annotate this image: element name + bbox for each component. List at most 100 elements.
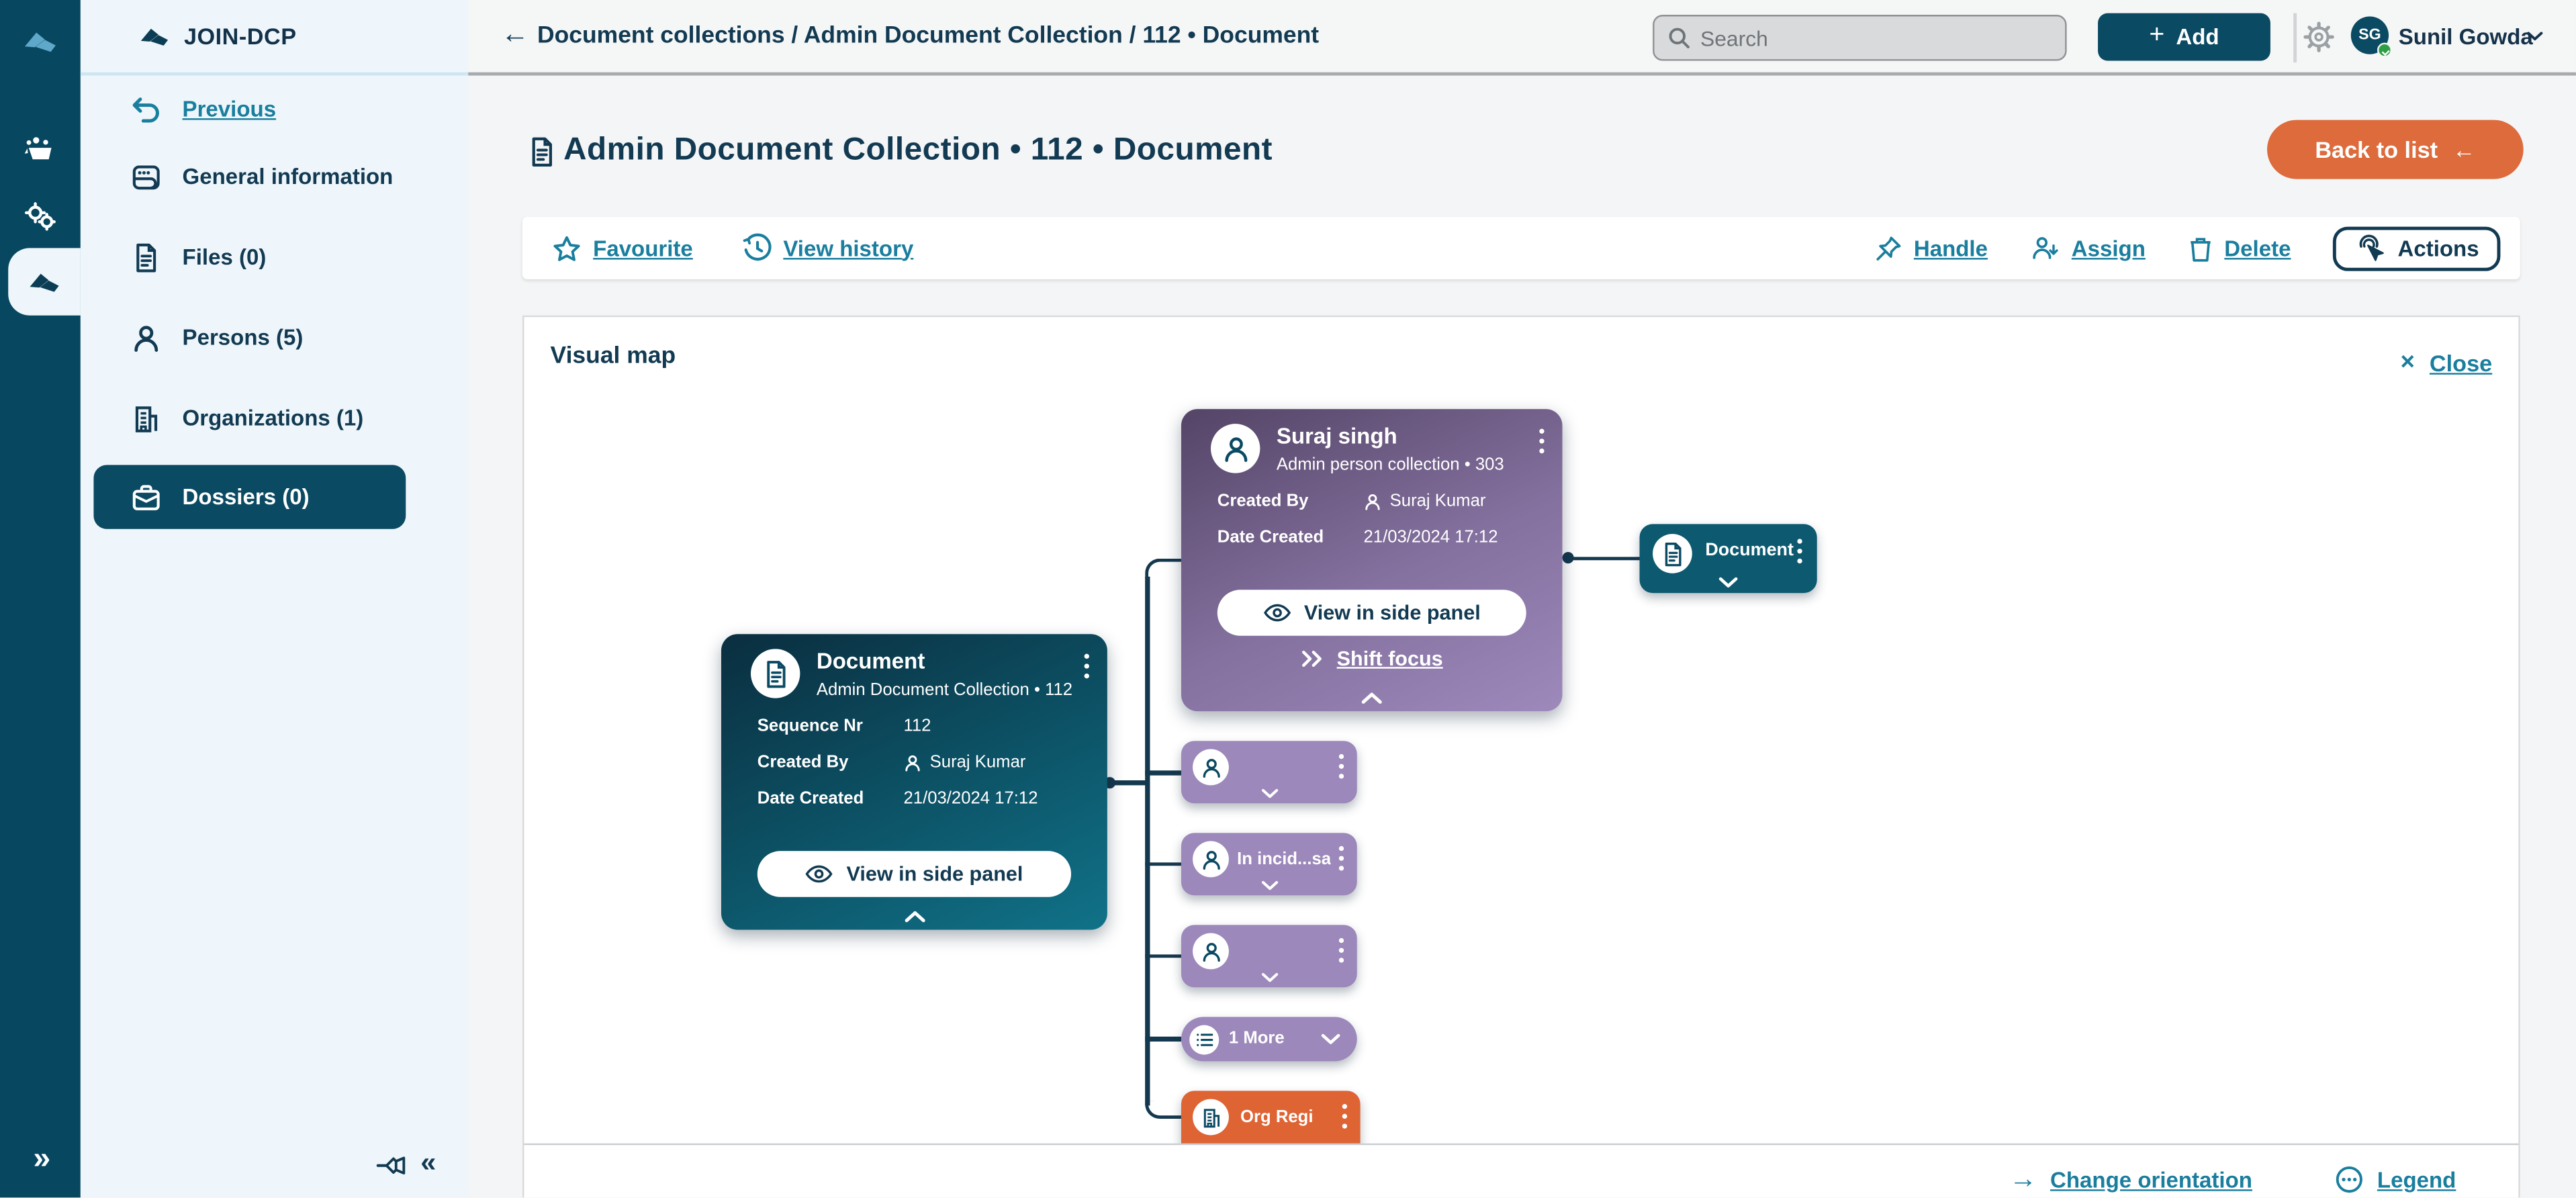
kebab-menu-icon[interactable] <box>1797 539 1802 563</box>
field-label: Date Created <box>1217 527 1364 547</box>
view-history-button[interactable]: View history <box>742 233 913 263</box>
expand-chevron-icon[interactable] <box>1260 788 1278 798</box>
join-logo-icon[interactable] <box>0 13 81 69</box>
person-icon <box>1200 757 1222 778</box>
sidebar-item-files[interactable]: Files (0) <box>93 225 406 289</box>
field-label: Created By <box>757 752 904 772</box>
global-search <box>1653 15 2066 60</box>
briefcase-icon <box>132 482 161 512</box>
kebab-menu-icon[interactable] <box>1339 846 1344 871</box>
connector-branch <box>1145 1037 1181 1041</box>
collapse-chevron-icon[interactable] <box>1361 692 1383 705</box>
field-label: Sequence Nr <box>757 717 904 736</box>
field-label: Date Created <box>757 788 904 808</box>
kebab-menu-icon[interactable] <box>1539 429 1544 454</box>
sidebar-item-dossiers[interactable]: Dossiers (0) <box>93 465 406 528</box>
node-avatar <box>1189 1024 1219 1054</box>
sidebar-item-label: Dossiers (0) <box>183 485 310 510</box>
undo-icon <box>132 95 161 124</box>
view-in-side-panel-button[interactable]: View in side panel <box>757 851 1071 896</box>
sidebar-item-general-information[interactable]: General information <box>93 144 406 208</box>
user-menu-chevron-icon[interactable] <box>2527 31 2543 41</box>
node-card-document-focus[interactable]: Document Admin Document Collection • 112… <box>721 634 1107 929</box>
node-title: Org Regi <box>1240 1107 1331 1127</box>
eye-icon <box>805 864 833 884</box>
person-icon <box>1200 849 1222 870</box>
node-avatar <box>1193 749 1229 786</box>
node-subtitle: Admin Document Collection • 112 <box>817 680 1072 699</box>
settings-gear-icon[interactable] <box>2303 21 2334 52</box>
node-avatar <box>1193 933 1229 970</box>
expand-chevron-icon[interactable] <box>1321 1033 1340 1045</box>
field-value: 21/03/2024 17:12 <box>904 788 1038 808</box>
shift-focus-button[interactable]: Shift focus <box>1181 647 1563 670</box>
record-toolbar: Favourite View history Handle Assign Del… <box>522 217 2520 279</box>
expand-chevron-icon[interactable] <box>1260 972 1278 982</box>
admin-gears-icon[interactable] <box>0 189 81 244</box>
node-card-more[interactable]: 1 More <box>1181 1017 1357 1061</box>
assign-button[interactable]: Assign <box>2031 235 2146 261</box>
expand-chevron-icon[interactable] <box>1260 880 1278 890</box>
kebab-menu-icon[interactable] <box>1085 654 1089 679</box>
breadcrumb-back-arrow[interactable]: ← <box>501 18 529 51</box>
view-in-side-panel-button[interactable]: View in side panel <box>1217 590 1526 635</box>
node-avatar <box>1653 534 1692 573</box>
page-title: Admin Document Collection • 112 • Docume… <box>563 132 1273 169</box>
connector-focus-branch <box>1111 780 1147 784</box>
sidebar-item-label: Persons (5) <box>183 325 304 350</box>
node-card-document-related[interactable]: Document <box>1640 524 1817 593</box>
double-chevron-right-icon <box>1301 651 1324 667</box>
user-name[interactable]: Sunil Gowda <box>2399 25 2533 50</box>
kebab-menu-icon[interactable] <box>1339 938 1344 963</box>
field-label: Created By <box>1217 491 1364 510</box>
connector-parent-doc <box>1567 556 1640 560</box>
visual-map-canvas[interactable]: Document Admin Document Collection • 112… <box>524 317 2518 1144</box>
node-field-row: Date Created 21/03/2024 17:12 <box>757 788 1085 808</box>
change-orientation-button[interactable]: → Change orientation <box>2009 1163 2252 1196</box>
node-title: Document <box>1705 541 1794 560</box>
node-card-person[interactable] <box>1181 741 1357 803</box>
back-arrow-icon: ← <box>2452 136 2475 163</box>
favourite-button[interactable]: Favourite <box>552 234 693 263</box>
legend-label: Legend <box>2377 1167 2456 1192</box>
building-icon <box>1200 1107 1222 1128</box>
node-avatar <box>1193 841 1229 878</box>
rail-expand-button[interactable]: » <box>0 1142 81 1179</box>
node-card-person[interactable] <box>1181 925 1357 987</box>
kebab-menu-icon[interactable] <box>1339 754 1344 779</box>
person-assign-icon <box>2031 235 2060 261</box>
add-button[interactable]: + Add <box>2098 13 2270 61</box>
node-subtitle: Admin person collection • 303 <box>1277 454 1504 473</box>
node-card-org-registration[interactable]: Org Regi <box>1181 1091 1361 1143</box>
node-field-row: Created By Suraj Kumar <box>1217 491 1539 510</box>
user-avatar[interactable]: SG <box>2351 16 2389 54</box>
person-icon <box>904 753 922 772</box>
star-icon <box>552 234 582 263</box>
delete-button[interactable]: Delete <box>2188 234 2291 263</box>
node-card-person[interactable]: In incid...sapiente <box>1181 833 1357 895</box>
document-icon <box>132 242 161 272</box>
breadcrumb[interactable]: Document collections / Admin Document Co… <box>537 23 1319 49</box>
app-brand[interactable]: JOIN-DCP <box>81 0 468 76</box>
search-input[interactable] <box>1700 26 2029 50</box>
legend-button[interactable]: Legend <box>2334 1164 2456 1194</box>
workspaces-icon[interactable] <box>0 122 81 177</box>
back-to-list-button[interactable]: Back to list ← <box>2267 120 2524 179</box>
collections-rail-item[interactable] <box>8 248 81 315</box>
sidebar-item-organizations[interactable]: Organizations (1) <box>93 386 406 450</box>
collapse-chevron-icon[interactable] <box>904 910 925 923</box>
expand-chevron-icon[interactable] <box>1718 577 1738 588</box>
document-icon <box>1662 541 1684 566</box>
sidebar-collapse-button[interactable]: « <box>420 1147 432 1180</box>
actions-button[interactable]: Actions <box>2334 226 2500 270</box>
pushpin-icon <box>1874 234 1902 263</box>
handle-button[interactable]: Handle <box>1874 234 1988 263</box>
sidebar-previous-link[interactable]: Previous <box>93 77 406 141</box>
node-card-suraj-singh[interactable]: Suraj singh Admin person collection • 30… <box>1181 409 1563 711</box>
kebab-menu-icon[interactable] <box>1342 1104 1347 1129</box>
handle-label: Handle <box>1914 236 1988 261</box>
change-orientation-label: Change orientation <box>2050 1167 2252 1192</box>
sidebar-item-persons[interactable]: Persons (5) <box>93 306 406 369</box>
right-arrow-icon: → <box>2009 1163 2037 1196</box>
pin-sidebar-icon[interactable] <box>376 1153 410 1178</box>
